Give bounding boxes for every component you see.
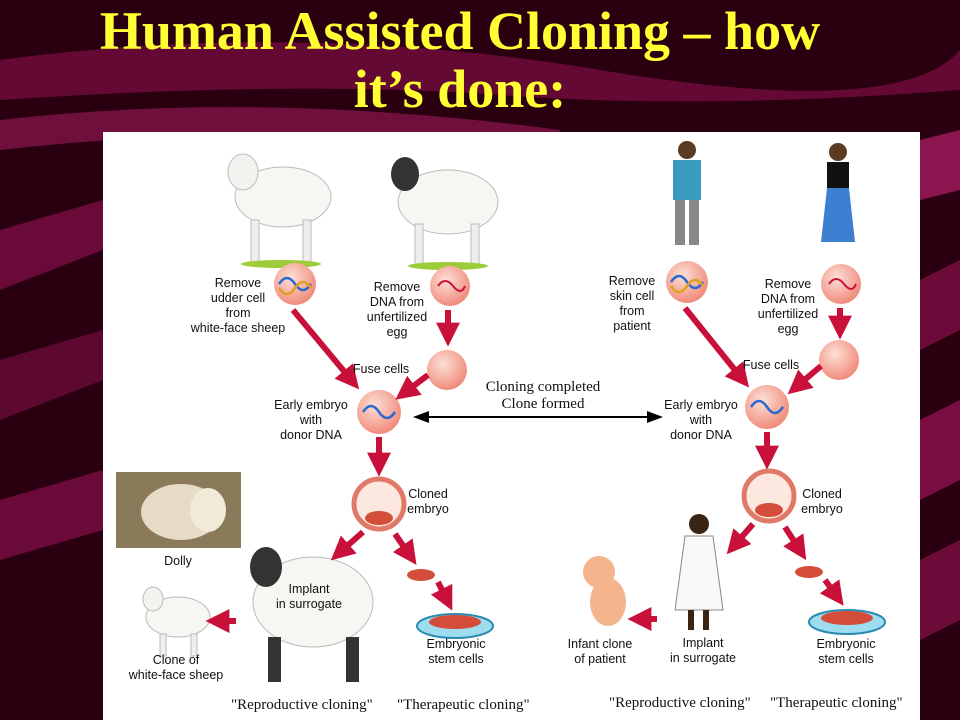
surrogate-woman-icon xyxy=(674,514,724,630)
black-face-sheep-icon xyxy=(391,157,499,270)
patient-man-icon xyxy=(673,141,701,245)
sheep-therapeutic-cloning-caption: "Therapeutic cloning" xyxy=(397,697,530,713)
slide-title: Human Assisted Cloning – how it’s done: xyxy=(40,0,880,118)
sheep-empty-egg-icon xyxy=(427,350,467,390)
human-reproductive-cloning-caption: "Reproductive cloning" xyxy=(609,695,751,711)
sheep-early-embryo-icon xyxy=(357,390,401,434)
sheep-cloned-embryo-icon xyxy=(351,476,407,532)
human-early-embryo-icon xyxy=(745,385,789,429)
human-petri-dish-icon xyxy=(808,609,886,635)
title-line-1: Human Assisted Cloning – how xyxy=(99,1,821,61)
egg-donor-woman-icon xyxy=(821,143,855,242)
sheep-reproductive-cloning-caption: "Reproductive cloning" xyxy=(231,697,373,713)
sheep-egg-cell-icon xyxy=(430,266,470,306)
human-fuse-cells-label: Fuse cells xyxy=(742,358,800,372)
clone-sheep-icon xyxy=(142,586,211,657)
human-egg-cell-icon xyxy=(821,264,861,304)
diagram-graphics xyxy=(116,141,886,682)
process-arrows xyxy=(205,306,852,633)
infant-icon xyxy=(583,556,626,626)
udder-cell-icon xyxy=(274,263,316,305)
sheep-petri-dish-icon xyxy=(416,613,494,639)
surrogate-sheep-icon xyxy=(250,547,374,682)
human-therapeutic-cloning-caption: "Therapeutic cloning" xyxy=(770,695,903,711)
human-stem-cell-cluster-icon xyxy=(795,566,823,578)
title-line-2: it’s done: xyxy=(353,59,567,119)
human-empty-egg-icon xyxy=(819,340,859,380)
dolly-label: Dolly xyxy=(164,554,192,568)
human-cloned-embryo-icon xyxy=(741,468,797,524)
sheep-fuse-cells-label: Fuse cells xyxy=(352,362,410,376)
skin-cell-icon xyxy=(666,261,708,303)
clone-formed-double-arrow xyxy=(413,411,663,423)
white-face-sheep-icon xyxy=(227,153,332,268)
dolly-photo xyxy=(116,472,241,548)
sheep-stem-cell-cluster-icon xyxy=(407,569,435,581)
